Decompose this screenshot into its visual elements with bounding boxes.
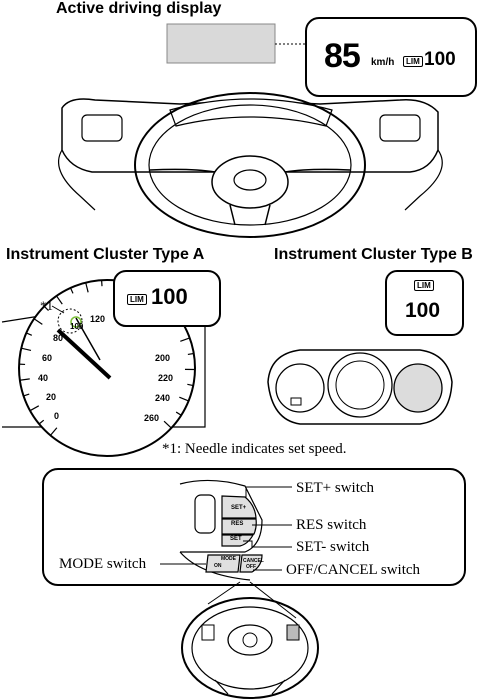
active-display-callout: 85 km/h LIM 100: [305, 17, 477, 97]
dashboard-illustration: [58, 23, 443, 238]
gauge-tick: [23, 393, 30, 397]
set-plus-switch-label: SET+ switch: [296, 480, 375, 496]
highlighted-display: [393, 363, 443, 413]
btn-label-set-minus: SET: [230, 536, 242, 542]
gauge-tick: [180, 337, 190, 342]
cluster-b-callout: LIM 100: [385, 270, 464, 336]
needle-marker: *1: [40, 298, 53, 313]
btn-label-off: OFF: [246, 564, 256, 570]
cluster-a-title: Instrument Cluster Type A: [6, 246, 205, 263]
tick-label: 240: [155, 393, 171, 403]
tick-label: 200: [155, 353, 171, 363]
res-switch-label: RES switch: [296, 517, 367, 533]
gauge-tick: [69, 287, 74, 294]
speed-unit: km/h: [371, 57, 395, 68]
gauge-tick: [26, 332, 33, 336]
tick-label: 80: [53, 333, 64, 343]
tick-label: 40: [38, 373, 49, 383]
set-minus-switch-label: SET- switch: [296, 539, 370, 555]
speed-needle: [56, 328, 112, 380]
gauge-tick: [33, 318, 43, 325]
gauge-tick: [21, 347, 32, 352]
tick-label: 0: [54, 411, 60, 421]
gauge-tick: [187, 352, 194, 356]
gauge-tick: [85, 282, 89, 293]
lim-icon: LIM: [127, 294, 147, 305]
lim-icon: LIM: [414, 280, 434, 291]
gauge-tick: [49, 427, 58, 436]
tick-label: 120: [90, 314, 106, 324]
cluster-a-callout: LIM 100: [113, 270, 221, 327]
btn-label-set-plus: SET+: [231, 505, 247, 511]
gauge-tick: [163, 420, 172, 429]
off-cancel-switch-label: OFF/CANCEL switch: [286, 562, 421, 578]
gauge-tick: [19, 378, 30, 381]
set-speed-limit: 100: [424, 49, 456, 70]
gauge-tick: [56, 295, 63, 305]
footnote: *1: Needle indicates set speed.: [162, 441, 347, 457]
hud-projection-area: [166, 23, 276, 64]
active-display-title: Active driving display: [56, 0, 222, 17]
gauge-tick: [38, 419, 45, 425]
tick-label: 220: [158, 373, 174, 383]
current-speed: 85: [324, 37, 361, 75]
set-speed-limit: 100: [151, 284, 188, 309]
cluster-b-title: Instrument Cluster Type B: [274, 246, 473, 263]
tick-label: 100: [70, 322, 84, 331]
lim-icon: LIM: [403, 56, 423, 67]
tick-label: 20: [46, 392, 57, 402]
set-speed-limit: 100: [405, 299, 441, 322]
tick-label: 60: [42, 353, 53, 363]
gauge-tick: [175, 411, 182, 416]
btn-label-mode: MODE: [221, 556, 236, 562]
gauge-tick: [187, 383, 194, 387]
btn-label-res: RES: [231, 521, 244, 527]
btn-label-cancel: CANCEL: [243, 558, 264, 564]
tick-label: 260: [144, 413, 160, 423]
gauge-tick: [29, 405, 40, 412]
btn-label-on: ON: [214, 563, 222, 569]
mode-switch-label: MODE switch: [59, 556, 147, 572]
gauge-tick: [179, 396, 189, 402]
